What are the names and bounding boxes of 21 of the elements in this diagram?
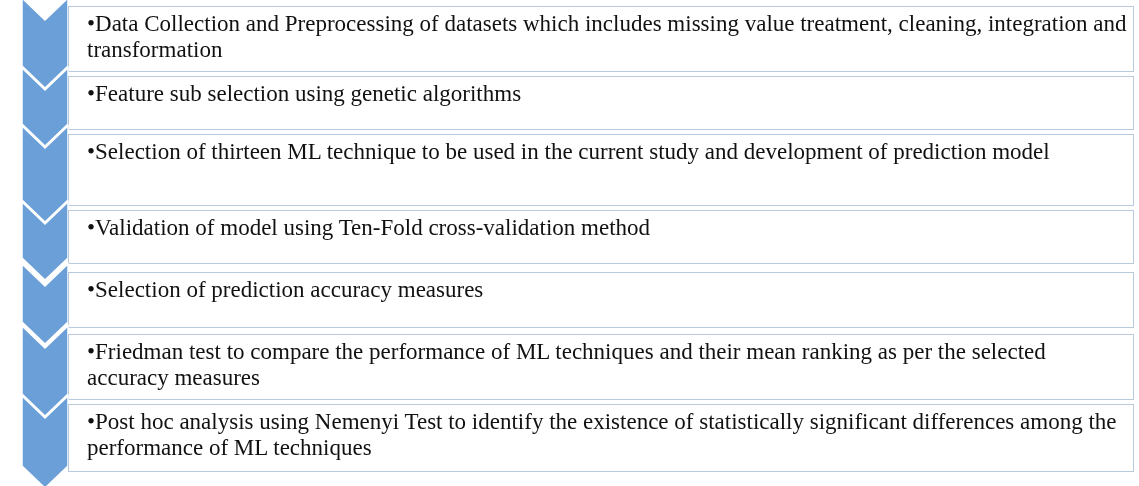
- step-text: •Validation of model using Ten-Fold cross-validation method: [87, 215, 652, 241]
- step-text: •Selection of thirteen ML technique to be used in the current study and development of prediction model: [87, 139, 1051, 165]
- step-box: [68, 404, 1134, 472]
- step-text: •Data Collection and Preprocessing of datasets which includes missing value treatment, cleaning, integration and transformation: [87, 11, 1127, 63]
- step-box: [68, 272, 1134, 328]
- chevron-shape: [21, 0, 69, 90]
- chevron-shape: [21, 200, 69, 282]
- step-box: [68, 134, 1134, 206]
- step-box: [68, 6, 1134, 72]
- chevron-shape: [21, 124, 69, 224]
- step-text: •Selection of prediction accuracy measures: [87, 277, 485, 303]
- step-text: •Friedman test to compare the performance of ML techniques and their mean ranking as per the selected accuracy measures: [87, 339, 1047, 391]
- chevron-shape: [21, 262, 69, 346]
- step-box: [68, 76, 1134, 130]
- step-text: •Post hoc analysis using Nemenyi Test to identify the existence of statistically significant differences among the performance of ML techniques: [87, 409, 1118, 461]
- step-box: [68, 210, 1134, 264]
- step-box: [68, 334, 1134, 400]
- step-text: •Feature sub selection using genetic algorithms: [87, 81, 523, 107]
- chevron-shape: [21, 66, 69, 148]
- chevron-shape: [21, 394, 69, 486]
- chevron-shape: [21, 324, 69, 418]
